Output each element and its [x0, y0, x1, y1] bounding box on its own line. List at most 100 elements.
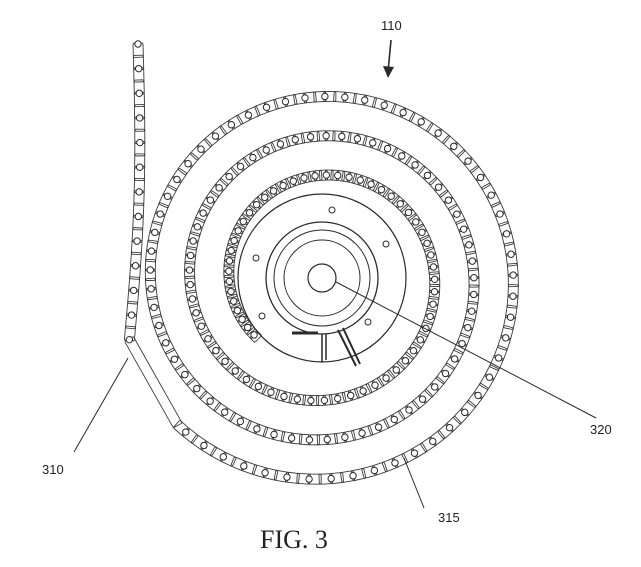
chain-pin — [346, 391, 355, 400]
chain-pin — [305, 475, 313, 483]
chain-pin — [236, 417, 245, 426]
chain-pin — [405, 406, 413, 414]
chain-pin — [254, 382, 263, 391]
chain-pin — [434, 183, 443, 191]
chain-pin — [411, 161, 419, 169]
chain-pin — [261, 469, 269, 477]
chain-pin — [233, 306, 242, 315]
chain-pin — [349, 472, 357, 480]
chain-pin — [147, 285, 155, 293]
chain-pin — [276, 140, 285, 148]
chain-pin — [450, 355, 459, 363]
chain-pin — [410, 449, 419, 457]
chain-pin — [412, 218, 420, 226]
chain-pin — [134, 64, 143, 73]
chain-pin — [184, 160, 192, 168]
mounting-hole — [258, 312, 266, 320]
chain-pin — [341, 433, 349, 441]
chain-pin — [197, 145, 205, 153]
chain-pin — [134, 212, 143, 221]
chain-pin — [429, 437, 437, 446]
chain-pin — [507, 250, 515, 258]
chain-pin — [151, 228, 159, 237]
hub-shaft-stub — [321, 334, 327, 362]
chain-pin — [323, 435, 331, 444]
chain-pin — [162, 339, 170, 347]
chain-pin — [261, 193, 269, 202]
chain-pin — [367, 180, 375, 188]
chain-pin — [134, 40, 142, 48]
chain-pin — [253, 425, 261, 433]
chain-pin — [250, 331, 258, 339]
chain-pin — [496, 210, 504, 218]
leader-310 — [73, 357, 129, 453]
hub-outer-ring — [265, 221, 379, 335]
chain-pin — [322, 171, 331, 179]
chain-pin — [280, 392, 288, 401]
chain-pin — [289, 177, 298, 185]
chain-pin — [399, 108, 407, 117]
chain-pin — [358, 429, 366, 437]
chain-pin — [129, 286, 138, 295]
chain-pin — [390, 415, 398, 424]
chain-pin — [267, 388, 275, 396]
hub-inner-ring — [283, 239, 361, 317]
chain-pin — [460, 225, 468, 233]
chain-pin — [236, 162, 245, 171]
chain-pin — [509, 271, 517, 279]
chain-pin — [225, 257, 234, 265]
chain-pin — [450, 142, 458, 150]
chain-pin — [219, 453, 228, 461]
chain-pin — [453, 210, 461, 218]
chain-pin — [470, 290, 478, 299]
chain-pin — [225, 172, 233, 181]
chain-pin — [279, 181, 287, 190]
mounting-hole — [382, 240, 390, 248]
chain-pin — [502, 334, 510, 342]
chain-pin — [240, 462, 248, 470]
chain-pin — [199, 209, 207, 217]
chain-pin — [131, 262, 140, 270]
chain-pin — [244, 111, 253, 119]
chain-pin — [270, 430, 278, 439]
chain-pin — [234, 227, 242, 235]
chain-pin — [418, 395, 427, 403]
mounting-hole — [364, 318, 372, 326]
chain-pin — [474, 391, 482, 400]
chain-pin — [197, 322, 206, 330]
chain-pin — [382, 374, 390, 382]
chain-pin — [465, 241, 473, 249]
chain-pin — [392, 366, 400, 374]
chain-pin — [293, 395, 302, 403]
chain-pin — [229, 297, 238, 305]
chain-pin — [423, 171, 432, 180]
chain-pin — [430, 275, 439, 283]
chain-pin — [334, 394, 342, 403]
chain-pin — [156, 210, 164, 218]
chain-pin — [185, 266, 194, 274]
chain-pin — [262, 103, 271, 112]
chain-pin — [374, 423, 383, 431]
chain-pin — [221, 408, 229, 416]
chain-pin — [417, 118, 425, 126]
chain-pin — [345, 173, 353, 181]
label-110: 110 — [381, 18, 402, 33]
chain-pin — [211, 132, 220, 140]
leader-320 — [335, 281, 597, 419]
chain-pin — [192, 309, 200, 317]
chain-pin — [464, 323, 472, 332]
chain-pin — [206, 196, 215, 204]
chain-pin — [189, 237, 197, 245]
chain-pin — [287, 434, 296, 442]
chain-pin — [458, 339, 466, 348]
chain-pin — [321, 92, 329, 101]
chain-pin — [135, 89, 143, 97]
chain-pin — [135, 114, 144, 122]
chain-pin — [464, 157, 472, 165]
chain-pin — [401, 357, 410, 365]
chain-pin — [416, 336, 425, 344]
chain-pin — [193, 223, 202, 231]
chain-pin — [227, 287, 235, 296]
chain-pin — [429, 263, 438, 271]
